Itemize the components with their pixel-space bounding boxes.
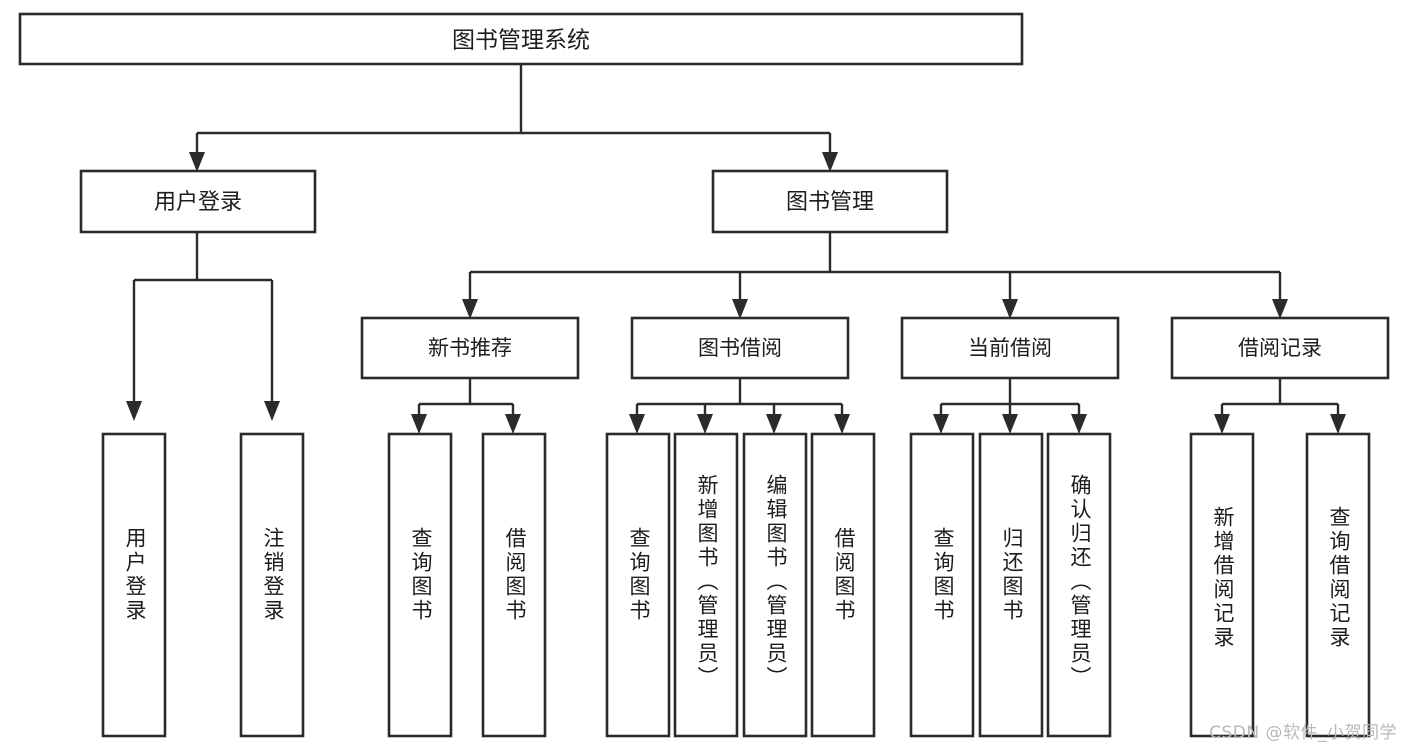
node-label-book-management: 图书管理 xyxy=(786,190,874,215)
leaf-node-borrow-edit-book[interactable]: 编辑图书（管理员） xyxy=(742,432,808,738)
leaf-node-newbook-query[interactable]: 查询图书 xyxy=(387,432,453,738)
connector-current-to-leaves xyxy=(933,378,1087,434)
connector-newbook-to-leaves xyxy=(411,378,521,434)
node-root-book-management-system[interactable]: 图书管理系统 xyxy=(18,12,1024,66)
node-label-root: 图书管理系统 xyxy=(452,28,590,54)
node-user-login[interactable]: 用户登录 xyxy=(79,169,317,234)
leaf-node-borrow-add-book[interactable]: 新增图书（管理员） xyxy=(673,432,739,738)
node-label-new-book-recommend: 新书推荐 xyxy=(428,336,512,360)
leaf-node-borrow-borrow-book[interactable]: 借阅图书 xyxy=(810,432,876,738)
leaf-node-current-query[interactable]: 查询图书 xyxy=(909,432,975,738)
node-current-borrow[interactable]: 当前借阅 xyxy=(900,316,1120,380)
leaf-label-record-add: 新增借阅记录 xyxy=(1211,506,1235,650)
leaf-label-current-query: 查询图书 xyxy=(931,527,955,623)
connector-userlogin-to-leaves xyxy=(126,232,280,421)
node-book-borrow[interactable]: 图书借阅 xyxy=(630,316,850,380)
node-borrow-record[interactable]: 借阅记录 xyxy=(1170,316,1390,380)
node-label-current-borrow: 当前借阅 xyxy=(968,336,1052,360)
leaf-node-borrow-query[interactable]: 查询图书 xyxy=(605,432,671,738)
leaf-node-record-query[interactable]: 查询借阅记录 xyxy=(1305,432,1371,738)
node-new-book-recommend[interactable]: 新书推荐 xyxy=(360,316,580,380)
leaf-label-borrow-query: 查询图书 xyxy=(627,527,651,623)
leaf-node-user-login-login[interactable]: 用户登录 xyxy=(101,432,167,738)
leaf-label-current-confirm-return: 确认归还（管理员） xyxy=(1068,474,1092,690)
leaf-node-current-confirm-return[interactable]: 确认归还（管理员） xyxy=(1046,432,1112,738)
leaf-label-newbook-borrow: 借阅图书 xyxy=(503,527,527,623)
connector-record-to-leaves xyxy=(1214,378,1346,434)
leaf-label-user-login-login: 用户登录 xyxy=(123,527,147,623)
leaf-label-newbook-query: 查询图书 xyxy=(409,527,433,623)
node-book-management[interactable]: 图书管理 xyxy=(711,169,949,234)
leaf-node-record-add[interactable]: 新增借阅记录 xyxy=(1189,432,1255,738)
node-label-user-login: 用户登录 xyxy=(154,190,242,215)
leaf-label-current-return: 归还图书 xyxy=(1000,527,1024,623)
leaf-label-borrow-add-book: 新增图书（管理员） xyxy=(695,474,719,690)
leaf-label-user-login-logout: 注销登录 xyxy=(261,527,285,623)
leaf-label-borrow-borrow-book: 借阅图书 xyxy=(832,527,856,623)
connector-bookmgmt-to-level3 xyxy=(462,232,1288,319)
connector-root-to-level2 xyxy=(189,64,838,172)
leaf-node-newbook-borrow[interactable]: 借阅图书 xyxy=(481,432,547,738)
leaf-node-user-login-logout[interactable]: 注销登录 xyxy=(239,432,305,738)
connector-borrow-to-leaves xyxy=(629,378,850,434)
leaf-label-record-query: 查询借阅记录 xyxy=(1327,506,1351,650)
node-label-book-borrow: 图书借阅 xyxy=(698,336,782,360)
leaf-node-current-return[interactable]: 归还图书 xyxy=(978,432,1044,738)
node-label-borrow-record: 借阅记录 xyxy=(1238,336,1322,360)
leaf-label-borrow-edit-book: 编辑图书（管理员） xyxy=(764,474,788,690)
